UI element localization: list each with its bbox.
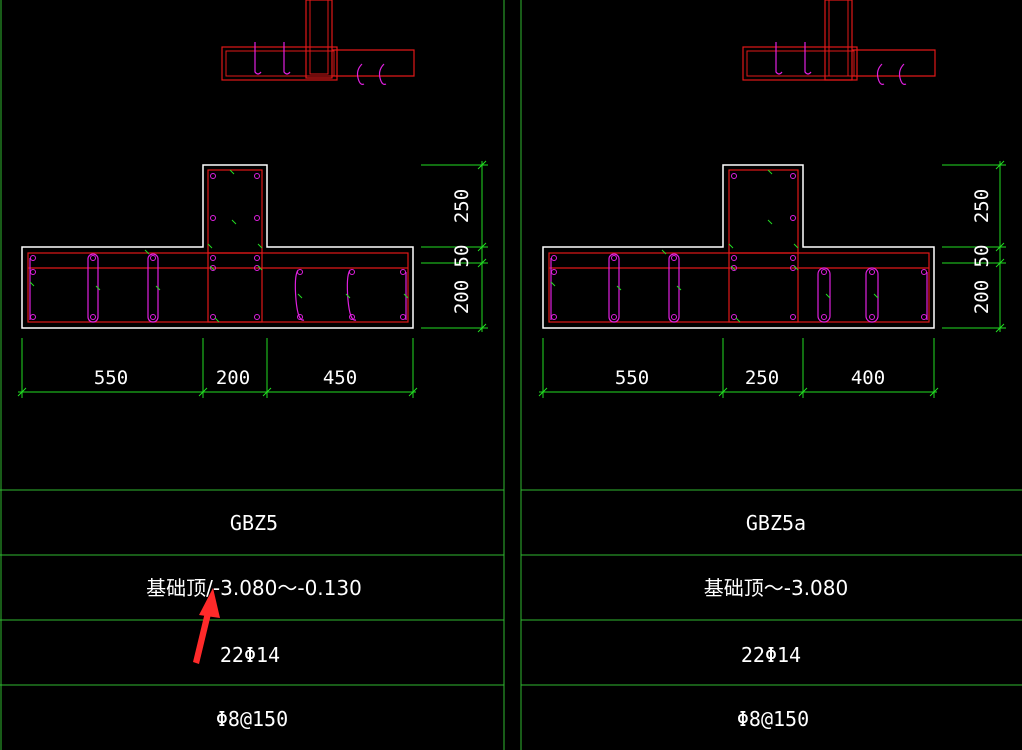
stirrup-left: Φ8@150 — [216, 707, 288, 731]
section-outline-right — [542, 164, 935, 329]
dim-h-left-1: 200 — [216, 367, 250, 389]
dimension-vertical-right — [942, 160, 1006, 333]
dim-h-left-0: 550 — [94, 367, 128, 389]
section-outline-left — [21, 164, 414, 329]
dim-h-left-2: 450 — [323, 367, 357, 389]
wall-column-name-right: GBZ5a — [746, 511, 806, 535]
dim-v-left-2: 200 — [451, 280, 473, 314]
dimension-horizontal-left — [17, 338, 418, 398]
longitudinal-rebar-right: 22Φ14 — [741, 643, 801, 667]
dimension-vertical-left — [421, 160, 488, 333]
dimension-horizontal-right — [538, 338, 939, 398]
stirrup-right: Φ8@150 — [737, 707, 809, 731]
dim-v-right-1: 50 — [971, 245, 993, 268]
dim-v-left-0: 250 — [451, 189, 473, 223]
rebar-cage-left — [27, 169, 409, 323]
rebar-dots-left — [30, 173, 406, 320]
longitudinal-rebar-left: 22Φ14 — [220, 643, 280, 667]
elevation-range-left: 基础顶/-3.080～-0.130 — [146, 576, 362, 600]
dim-h-right-0: 550 — [615, 367, 649, 389]
wall-column-name-left: GBZ5 — [230, 511, 278, 535]
dim-v-right-0: 250 — [971, 189, 993, 223]
top-detail-left — [221, 0, 415, 85]
dim-h-right-2: 400 — [851, 367, 885, 389]
green-marks-right — [550, 169, 879, 323]
annotation-arrow — [193, 588, 220, 664]
dim-v-right-2: 200 — [971, 280, 993, 314]
elevation-range-right: 基础顶～-3.080 — [704, 576, 848, 600]
panel-gbz5a: 550 250 400 250 50 200 GBZ5a 基础顶～-3.080 … — [538, 0, 1006, 731]
panel-gbz5: 550 200 450 250 50 200 GBZ5 基础顶/-3.080～-… — [17, 0, 488, 731]
ties-left — [29, 253, 407, 323]
ties-right — [550, 253, 928, 323]
rebar-cage-right — [548, 169, 930, 323]
green-marks-left — [29, 169, 409, 323]
dim-v-left-1: 50 — [451, 245, 473, 268]
top-detail-right — [742, 0, 936, 85]
rebar-dots-right — [551, 173, 927, 320]
dim-h-right-1: 250 — [745, 367, 779, 389]
